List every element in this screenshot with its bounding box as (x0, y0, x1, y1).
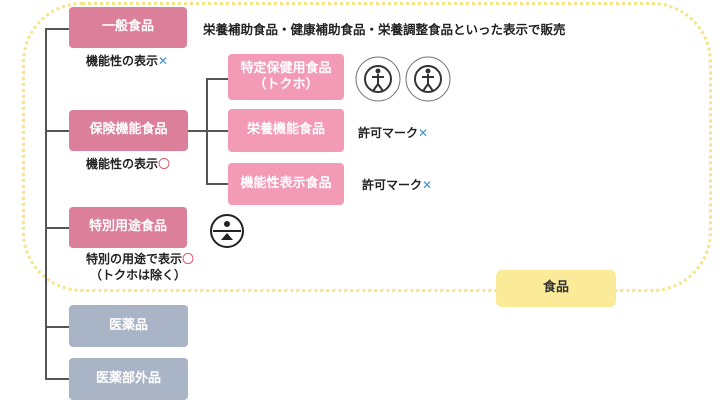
general-description: 栄養補助食品・健康補助食品・栄養調整食品といった表示で販売 (203, 22, 566, 37)
branch-general-line (45, 28, 69, 30)
cross-mark: ✕ (158, 54, 169, 68)
main-trunk-line (45, 28, 47, 380)
circle-mark: 〇 (182, 252, 195, 266)
drug-box: 医薬品 (69, 305, 188, 347)
special-use-note: 特別の用途で表示〇 (86, 250, 194, 267)
function-permit-note: 許可マーク✕ (362, 176, 432, 193)
food-label-box: 食品 (496, 270, 616, 307)
branch-special-line (45, 227, 69, 229)
cross-mark: ✕ (422, 178, 433, 192)
branch-drug-line (45, 326, 69, 328)
cross-mark: ✕ (418, 126, 429, 140)
sub-branch-tokuho (206, 78, 228, 80)
tokuho-label: 特定保健用食品 (240, 60, 332, 76)
drug-label: 医薬品 (108, 317, 148, 333)
sub-branch-function (206, 183, 228, 185)
nutrient-food-box: 栄養機能食品 (228, 109, 344, 152)
tokuho-sublabel: （トクホ） (253, 77, 319, 92)
special-use-mark-icon (210, 214, 244, 248)
health-sub-connector (188, 130, 208, 132)
general-food-box: 一般食品 (69, 7, 187, 48)
general-food-label: 一般食品 (101, 19, 154, 35)
branch-quasi-drug-line (45, 378, 69, 380)
general-function-text: 機能性の表示 (86, 54, 159, 68)
health-food-box: 保険機能食品 (69, 110, 188, 151)
tokuho-box: 特定保健用食品 （トクホ） (228, 54, 344, 100)
nutrient-permit-note: 許可マーク✕ (358, 124, 428, 141)
quasi-drug-label: 医薬部外品 (95, 370, 161, 386)
nutrient-food-label: 栄養機能食品 (246, 122, 325, 138)
branch-health-line (45, 130, 69, 132)
food-category-frame (22, 2, 712, 292)
quasi-drug-box: 医薬部外品 (69, 358, 188, 400)
food-label: 食品 (542, 280, 569, 296)
function-claim-food-box: 機能性表示食品 (228, 163, 344, 205)
special-use-food-box: 特別用途食品 (69, 207, 187, 248)
function-claim-food-label: 機能性表示食品 (240, 175, 332, 191)
health-food-label: 保険機能食品 (89, 122, 168, 138)
function-permit-text: 許可マーク (362, 178, 423, 192)
health-function-note: 機能性の表示〇 (86, 155, 170, 172)
special-use-food-label: 特別用途食品 (88, 219, 167, 235)
health-function-text: 機能性の表示 (86, 157, 159, 171)
tokuho-conditional-mark-icon (405, 56, 451, 102)
circle-mark: 〇 (158, 157, 171, 171)
special-use-text: 特別の用途で表示 (86, 252, 183, 266)
tokuho-mark-icon (355, 56, 401, 102)
sub-branch-nutrient (206, 130, 228, 132)
nutrient-permit-text: 許可マーク (358, 126, 419, 140)
general-function-note: 機能性の表示✕ (86, 52, 168, 69)
special-use-exception: （トクホは除く） (90, 268, 187, 282)
